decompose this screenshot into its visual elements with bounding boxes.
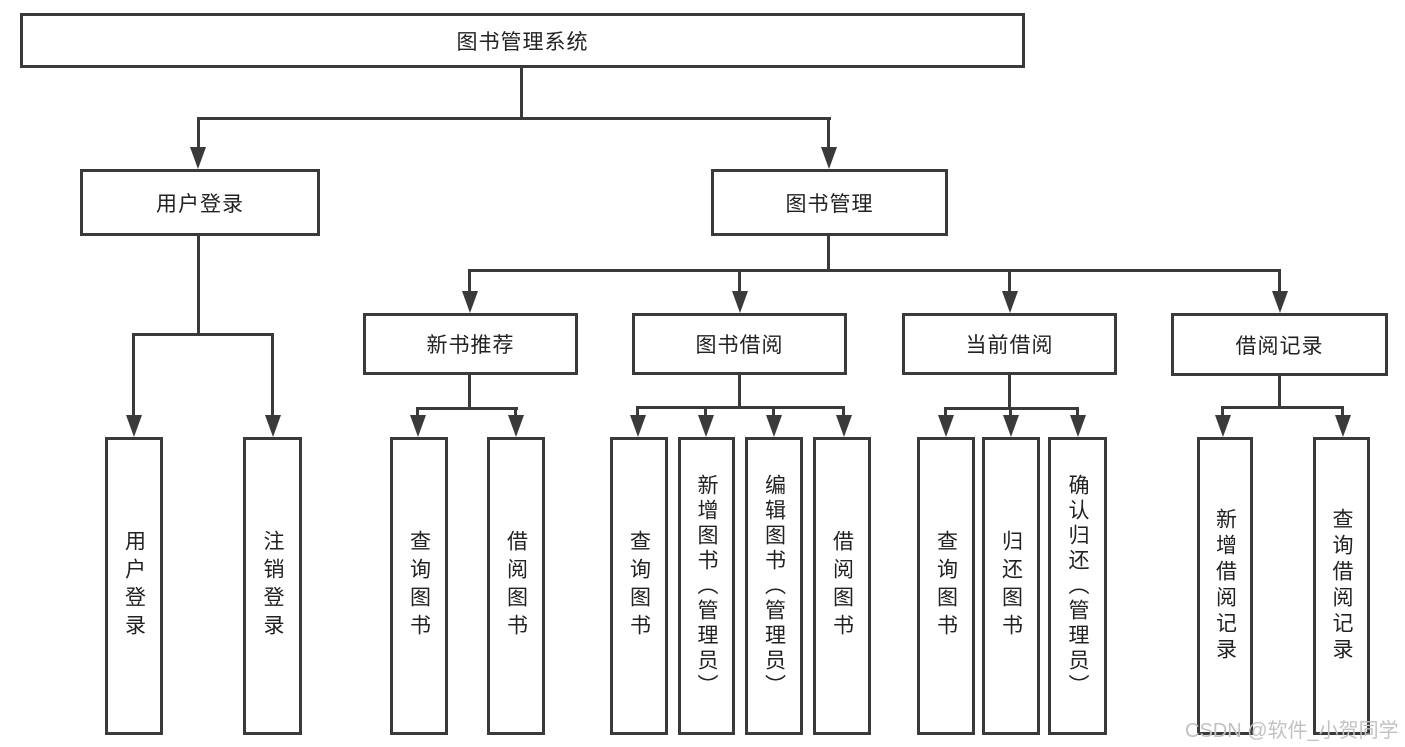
connector-vline — [738, 375, 741, 408]
arrow-down-icon — [1335, 415, 1351, 437]
connector-vline — [944, 407, 947, 417]
arrow-down-icon — [630, 415, 646, 437]
node-current-borrowing: 当前借阅 — [902, 313, 1117, 375]
leaf-edit-book-admin: 编辑图书（管理员） — [745, 437, 803, 735]
leaf-query-borrow-record: 查询借阅记录 — [1313, 437, 1370, 735]
leaf-borrow-books-borrowing: 借阅图书 — [813, 437, 871, 735]
connector-vline — [1341, 406, 1344, 417]
arrow-down-icon — [1070, 415, 1086, 437]
connector-vline — [842, 406, 845, 417]
connector-vline — [1008, 269, 1011, 293]
connector-vline — [416, 407, 419, 417]
connector-vline — [468, 375, 471, 410]
connector-vline — [514, 407, 517, 417]
connector-vline — [704, 406, 707, 417]
node-borrowing-records: 借阅记录 — [1171, 313, 1388, 376]
connector-hline — [132, 333, 274, 336]
leaf-return-books: 归还图书 — [982, 437, 1040, 735]
node-book-borrowing: 图书借阅 — [632, 313, 847, 375]
connector-vline — [1008, 375, 1011, 410]
leaf-confirm-return-admin: 确认归还（管理员） — [1048, 437, 1107, 735]
leaf-borrow-books-recommend: 借阅图书 — [487, 437, 545, 735]
connector-vline — [197, 236, 200, 335]
connector-vline — [197, 117, 200, 149]
connector-vline — [1221, 406, 1224, 417]
connector-vline — [827, 117, 830, 149]
connector-vline — [468, 269, 471, 293]
connector-vline — [772, 406, 775, 417]
leaf-query-books-current: 查询图书 — [917, 437, 975, 735]
arrow-down-icon — [938, 415, 954, 437]
leaf-query-books-borrowing: 查询图书 — [610, 437, 668, 735]
connector-vline — [738, 269, 741, 293]
arrow-down-icon — [1272, 291, 1288, 313]
arrow-down-icon — [1215, 415, 1231, 437]
arrow-down-icon — [410, 415, 426, 437]
leaf-query-books-recommend: 查询图书 — [390, 437, 448, 735]
connector-hline — [636, 406, 845, 409]
connector-vline — [1278, 376, 1281, 408]
arrow-down-icon — [836, 415, 852, 437]
connector-vline — [271, 333, 274, 415]
arrow-down-icon — [190, 147, 206, 169]
connector-hline — [1221, 406, 1344, 409]
arrow-down-icon — [1002, 291, 1018, 313]
connector-vline — [827, 236, 830, 272]
connector-hline — [416, 407, 518, 410]
arrow-down-icon — [821, 147, 837, 169]
arrow-down-icon — [698, 415, 714, 437]
arrow-down-icon — [732, 291, 748, 313]
node-book-management: 图书管理 — [711, 169, 948, 236]
leaf-add-book-admin: 新增图书（管理员） — [678, 437, 735, 735]
node-root: 图书管理系统 — [20, 13, 1025, 68]
leaf-user-login: 用户登录 — [105, 437, 163, 735]
arrow-down-icon — [508, 415, 524, 437]
connector-hline — [197, 117, 831, 120]
arrow-down-icon — [1003, 415, 1019, 437]
connector-vline — [132, 333, 135, 415]
node-user-login: 用户登录 — [80, 169, 320, 236]
connector-vline — [520, 68, 523, 119]
connector-vline — [1076, 407, 1079, 417]
watermark: CSDN @软件_小贺同学 — [1185, 720, 1399, 742]
leaf-logout: 注销登录 — [243, 437, 302, 735]
connector-vline — [1278, 269, 1281, 293]
node-new-book-recommend: 新书推荐 — [363, 313, 578, 375]
arrow-down-icon — [766, 415, 782, 437]
connector-hline — [468, 269, 1281, 272]
arrow-down-icon — [462, 291, 478, 313]
arrow-down-icon — [126, 415, 142, 437]
arrow-down-icon — [265, 415, 281, 437]
connector-vline — [636, 406, 639, 417]
leaf-add-borrow-record: 新增借阅记录 — [1197, 437, 1253, 735]
connector-vline — [1009, 407, 1012, 417]
